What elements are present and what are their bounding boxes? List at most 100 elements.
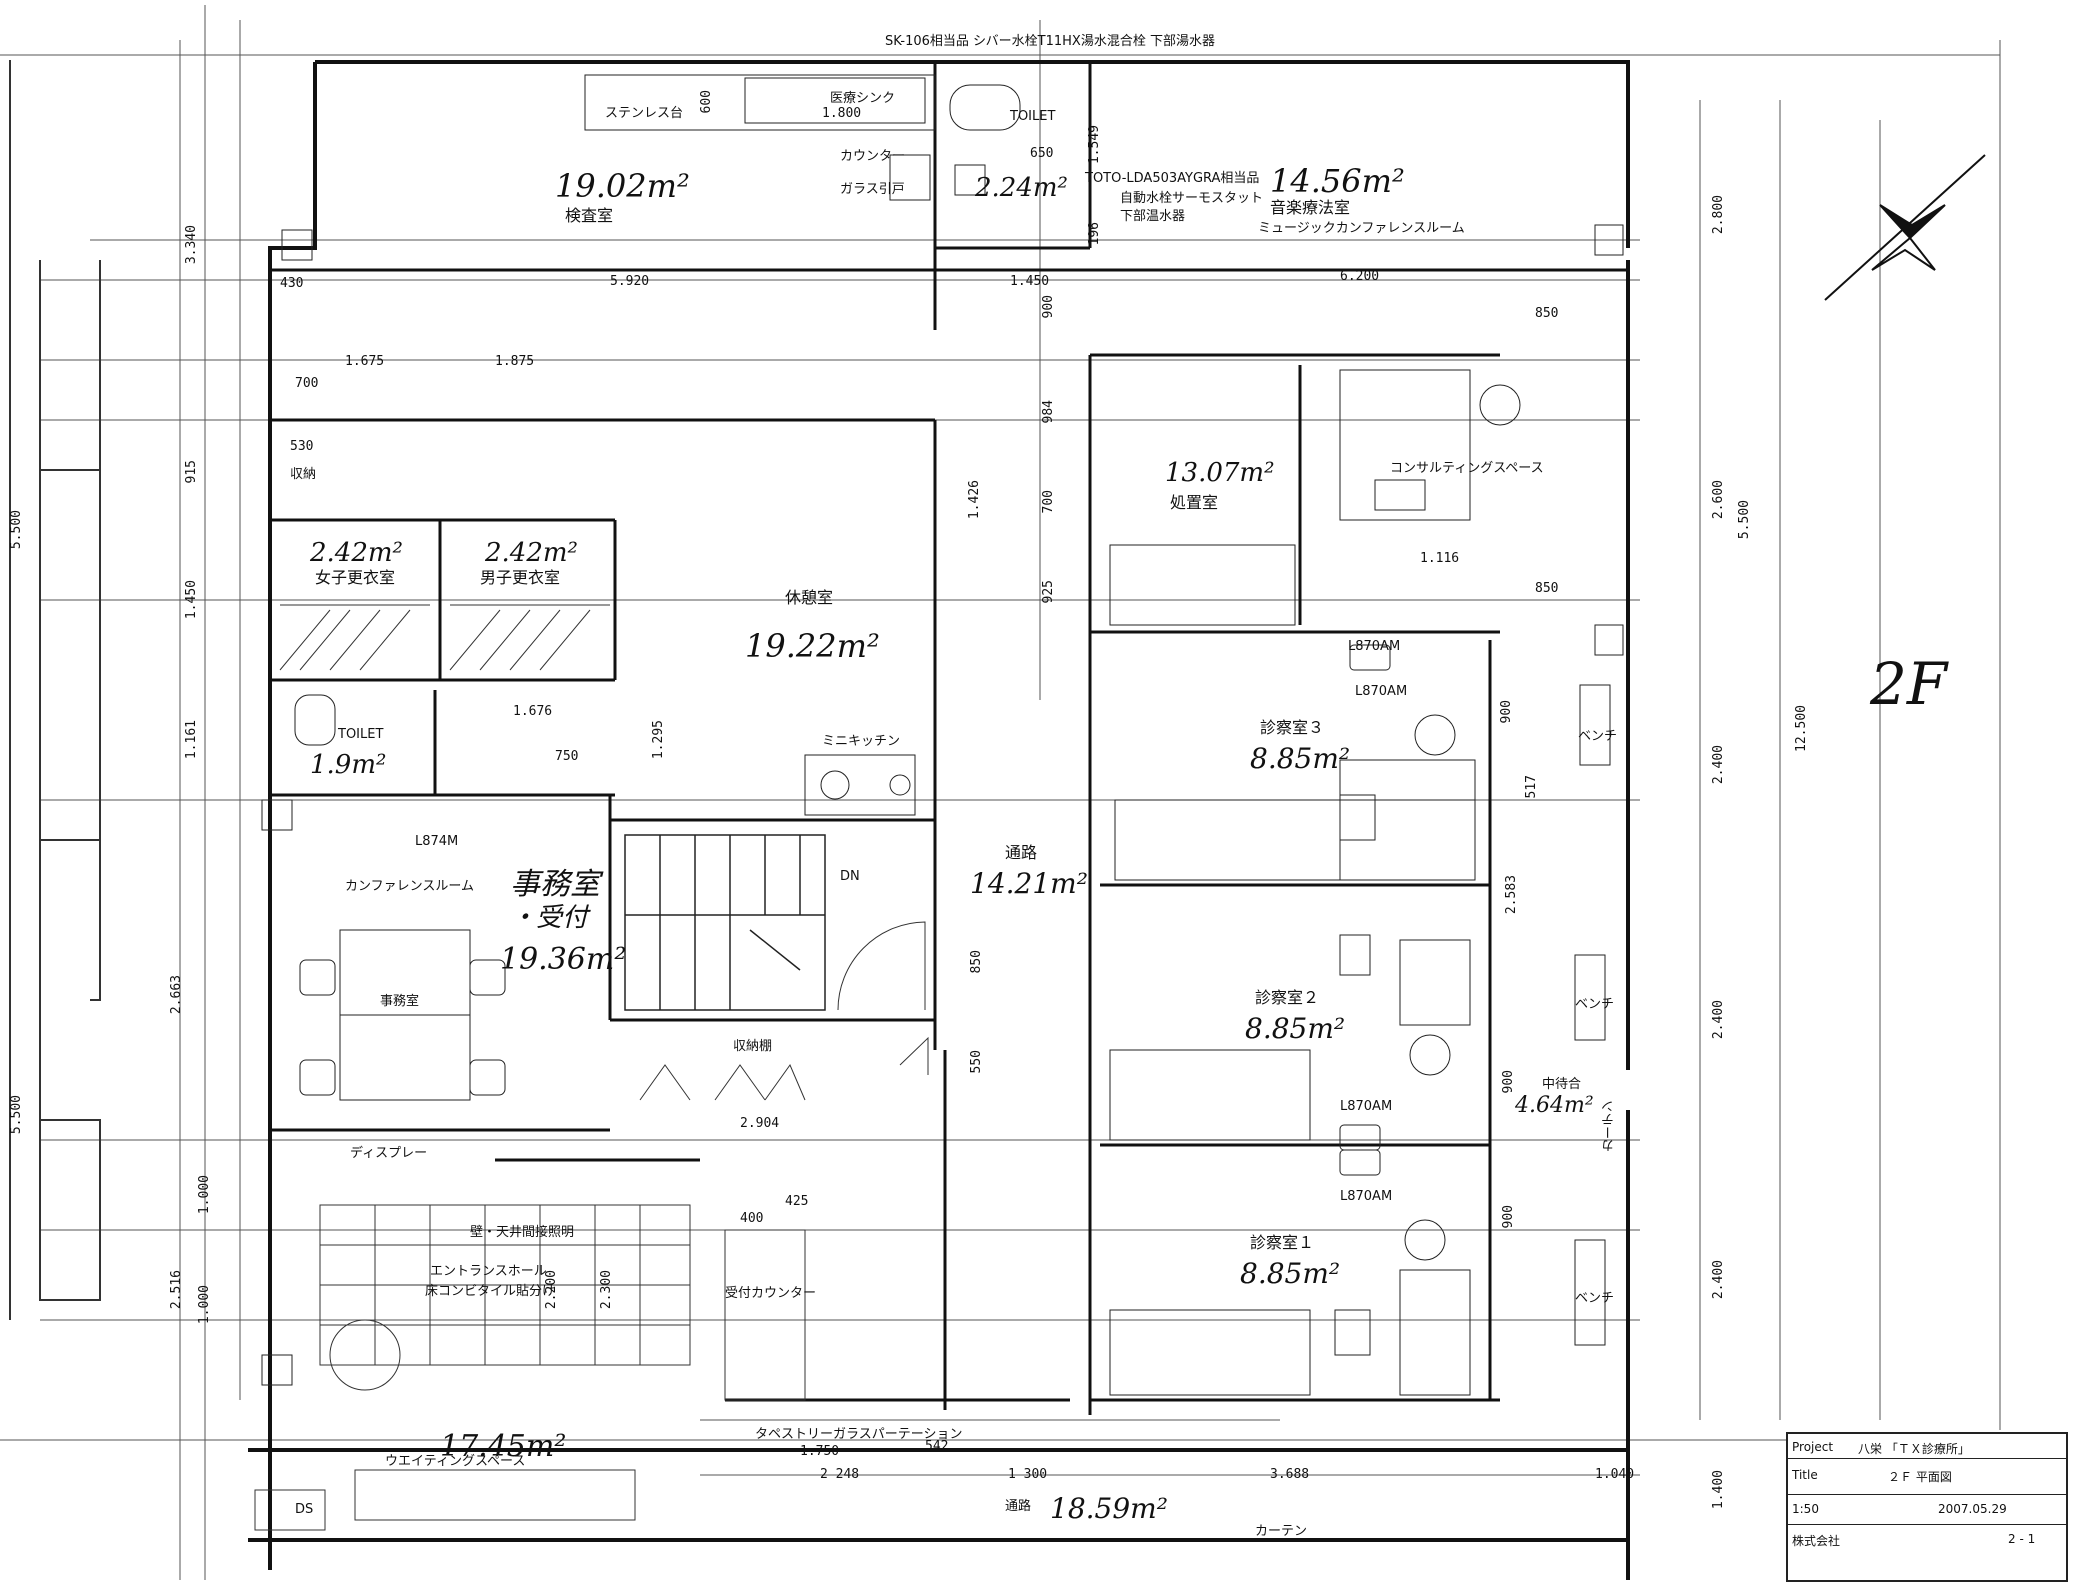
music-room-name: 音楽療法室 — [1270, 198, 1351, 217]
neighbor-outline — [9, 60, 101, 1320]
toilet-top-area: 2.24m² — [975, 173, 1068, 203]
lamp-symbols — [1339, 644, 1391, 1176]
dim-label: 1.800 — [822, 106, 862, 121]
passage-name: 通路 — [1005, 1499, 1032, 1514]
stairs-dn-label: DN — [840, 869, 860, 884]
dim-label: 530 — [290, 439, 314, 454]
project-name: 八栄 「ＴＸ診療所」 — [1858, 1442, 1970, 1456]
north-arrow — [1824, 154, 1986, 301]
storage-label: 収納 — [290, 467, 317, 482]
dim-label: 5.500 — [9, 510, 24, 550]
passage-area: 18.59m² — [1050, 1492, 1168, 1525]
medical-sink-label: 医療シンク — [830, 91, 896, 106]
toilet-top-name: TOILET — [1010, 109, 1056, 124]
office-area: 19.36m² — [500, 942, 627, 977]
rest-room-name: 休憩室 — [785, 588, 834, 607]
treatment-sub: コンサルティングスペース — [1390, 461, 1544, 476]
dim-label: 425 — [785, 1194, 809, 1209]
dim-label: 1.676 — [513, 704, 553, 719]
dim-label: 196 — [1087, 222, 1102, 246]
reception-label: 受付カウンター — [725, 1286, 817, 1301]
dim-label: 925 — [1041, 580, 1056, 604]
dim-label: 2.300 — [599, 1270, 614, 1310]
l870-label-3: L870AM — [1340, 1099, 1393, 1114]
title-label: Title — [1792, 1468, 1818, 1482]
company-value: 株式会社 — [1792, 1534, 1841, 1548]
title-block: Project 八栄 「ＴＸ診療所」 Title ２Ｆ 平面図 1:50 200… — [1786, 1432, 2068, 1582]
dim-label: 3.688 — [1270, 1467, 1310, 1482]
dim-label: 650 — [1030, 146, 1054, 161]
curtain2-label: カーテン — [1255, 1524, 1308, 1539]
office-conf: カンファレンスルーム — [345, 879, 474, 894]
sink-note: SK-106相当品 シバー水栓T11HX湯水混合栓 下部湯水器 — [885, 34, 1215, 49]
dim-label: 1 300 — [1008, 1467, 1048, 1482]
office-desk: 事務室 — [380, 994, 420, 1009]
counter-label: カウンター — [840, 149, 906, 164]
bench3-label: ベンチ — [1575, 1291, 1615, 1306]
dim-label: 900 — [1501, 1070, 1516, 1094]
stainless-label: ステンレス台 — [605, 106, 684, 121]
dim-label: 1.295 — [651, 720, 666, 760]
dim-label: 850 — [1535, 306, 1559, 321]
music-room-area: 14.56m² — [1270, 162, 1405, 200]
dim-label: 1.116 — [1420, 551, 1460, 566]
women-locker-area: 2.42m² — [310, 538, 403, 568]
dim-label: 750 — [555, 749, 579, 764]
toilet-left-area: 1.9m² — [310, 750, 387, 780]
stairs — [624, 834, 826, 1011]
dim-label: 700 — [1041, 490, 1056, 514]
dim-label: 430 — [280, 276, 304, 291]
dim-label: 915 — [184, 460, 199, 484]
title-value: ２Ｆ 平面図 — [1888, 1470, 1952, 1484]
outer-walls — [248, 60, 1630, 1580]
floor-mark: 2F — [1870, 650, 1948, 718]
l870-label-4: L870AM — [1340, 1189, 1393, 1204]
dim-label: 2.516 — [169, 1270, 184, 1310]
dim-label: 900 — [1501, 1205, 1516, 1229]
top-fixtures — [261, 74, 1624, 1386]
corridor-area: 14.21m² — [970, 867, 1088, 900]
dim-label: 2.663 — [169, 975, 184, 1015]
mini-kitchen: ミニキッチン — [822, 734, 901, 749]
dim-label: 2.904 — [740, 1116, 780, 1131]
grid-lines — [0, 5, 2001, 1580]
locker-hatch — [279, 604, 610, 671]
dim-label: 1.400 — [1711, 1470, 1726, 1510]
consult2-area: 8.85m² — [1245, 1012, 1346, 1045]
dim-label: 517 — [1524, 775, 1539, 799]
dim-label: 6.200 — [1340, 269, 1380, 284]
dim-label: 2.400 — [1711, 1260, 1726, 1300]
consult2-name: 診察室２ — [1255, 988, 1320, 1007]
consult1-area: 8.85m² — [1240, 1257, 1341, 1290]
dim-label: 1.450 — [1010, 274, 1050, 289]
dim-label: 550 — [969, 1050, 984, 1074]
dim-label: 2.583 — [1504, 875, 1519, 915]
men-locker-area: 2.42m² — [485, 538, 578, 568]
consult-furniture — [1109, 369, 1611, 1396]
dim-label: 1.675 — [345, 354, 385, 369]
toilet-left-name: TOILET — [338, 727, 384, 742]
dim-label: 2.600 — [1711, 480, 1726, 520]
music-room-sub: ミュージックカンファレンスルーム — [1258, 221, 1465, 236]
project-label: Project — [1792, 1440, 1834, 1454]
rest-room-area: 19.22m² — [745, 627, 880, 665]
waiting-area: 17.45m² — [440, 1429, 567, 1464]
dim-label: 2.200 — [544, 1270, 559, 1310]
treatment-area: 13.07m² — [1165, 458, 1275, 488]
mid-wait-area: 4.64m² — [1515, 1093, 1594, 1118]
storage2-label: 収納棚 — [733, 1039, 773, 1054]
entrance-label: エントランスホール — [430, 1264, 547, 1279]
dim-label: 5.500 — [1737, 500, 1752, 540]
dim-label: 400 — [740, 1211, 764, 1226]
ds-label: DS — [295, 1502, 314, 1517]
dim-label: 3.340 — [184, 225, 199, 265]
doors — [639, 921, 929, 1101]
l870-label-1: L870AM — [1348, 639, 1401, 654]
entrance-floor-grid — [254, 1204, 806, 1531]
dim-label: 984 — [1041, 400, 1056, 424]
office-sub: ・受付 — [510, 903, 589, 933]
bench1-label: ベンチ — [1578, 729, 1618, 744]
waiting-name: ウエイティングスペース — [385, 1454, 526, 1469]
dim-label: 900 — [1499, 700, 1514, 724]
